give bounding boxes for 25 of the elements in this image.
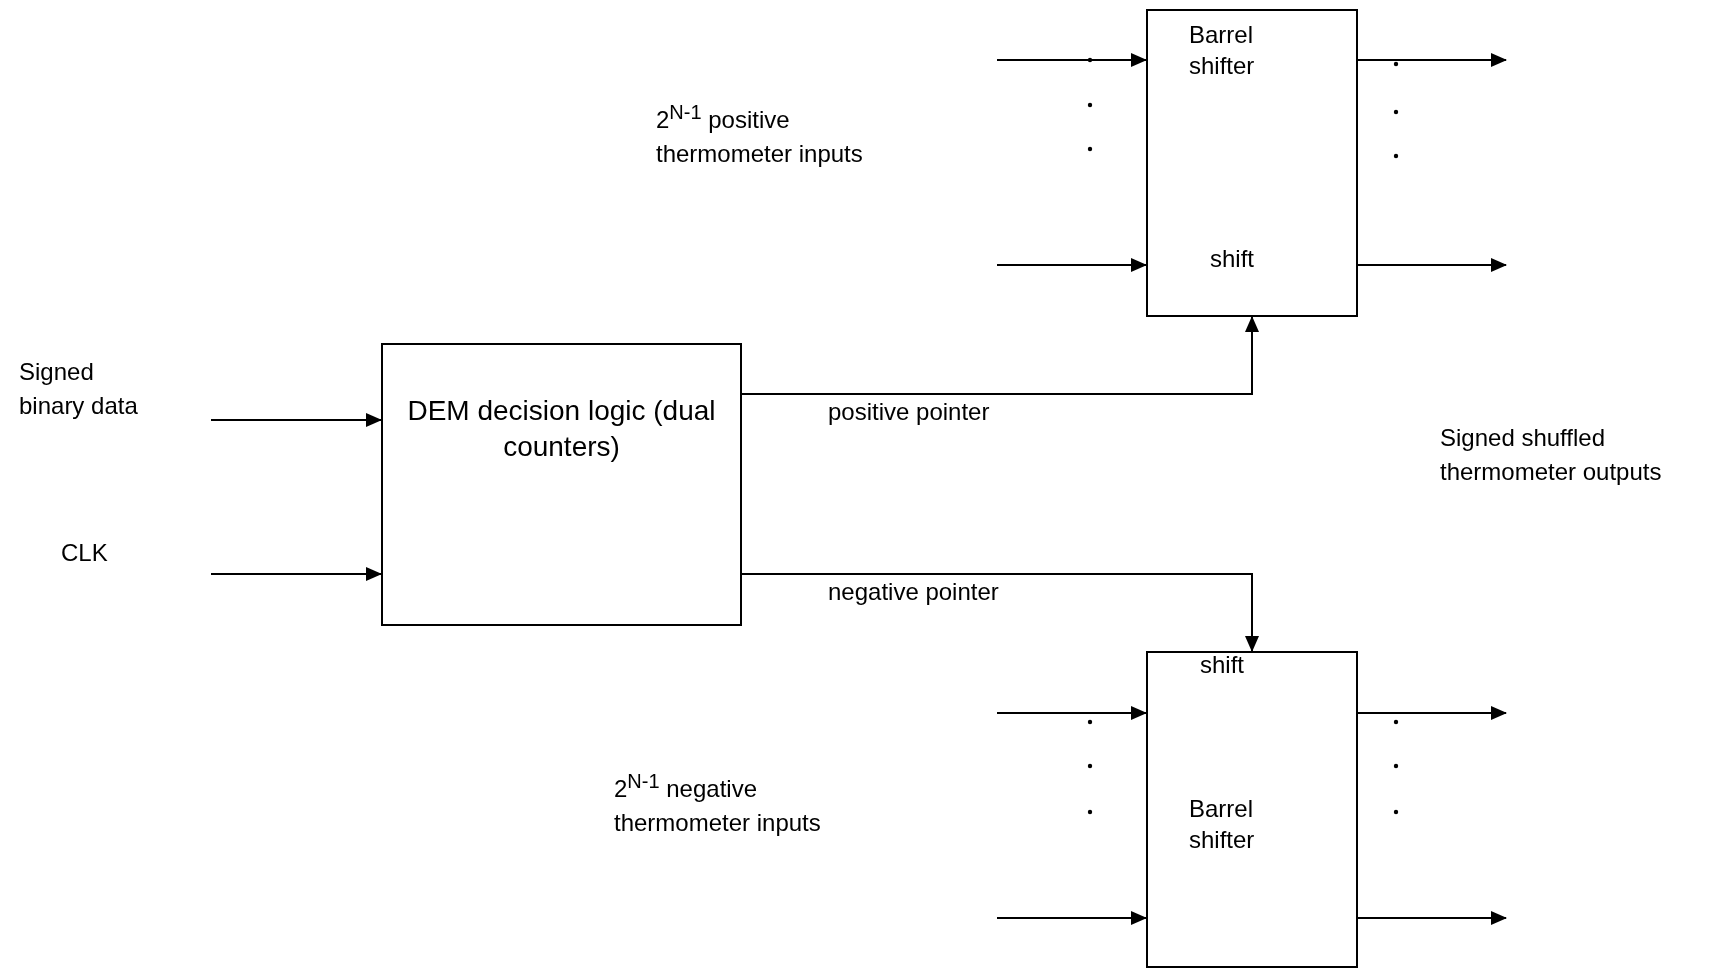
arrow [741, 316, 1259, 395]
block-title: Barrel shifter [1189, 794, 1256, 856]
arrow [996, 706, 1147, 720]
block-title: DEM decision logic (dual counters) [406, 394, 717, 465]
port-label: shift [1200, 650, 1245, 680]
signal-label: Signed shuffled thermometer outputs [1440, 423, 1663, 487]
shifter-block [1146, 651, 1358, 968]
arrow [1357, 911, 1507, 925]
arrow [1357, 53, 1507, 67]
logic-block [381, 343, 742, 626]
signal-label: CLK [61, 538, 109, 568]
arrow [996, 911, 1147, 925]
arrow [996, 53, 1147, 67]
arrow [741, 573, 1259, 652]
signal-label: 2$^{N-1}$ positive thermometer inputs [656, 100, 864, 169]
arrow [210, 567, 382, 581]
arrow [1357, 258, 1507, 272]
signal-label: 2$^{N-1}$ negative thermometer inputs [614, 769, 822, 838]
arrow [1357, 706, 1507, 720]
shifter-block [1146, 9, 1358, 317]
port-label: shift [1210, 244, 1255, 274]
arrow [996, 258, 1147, 272]
block-title: Barrel shifter [1189, 20, 1256, 82]
signal-label: Signed binary data [19, 357, 139, 421]
arrow [210, 413, 382, 427]
